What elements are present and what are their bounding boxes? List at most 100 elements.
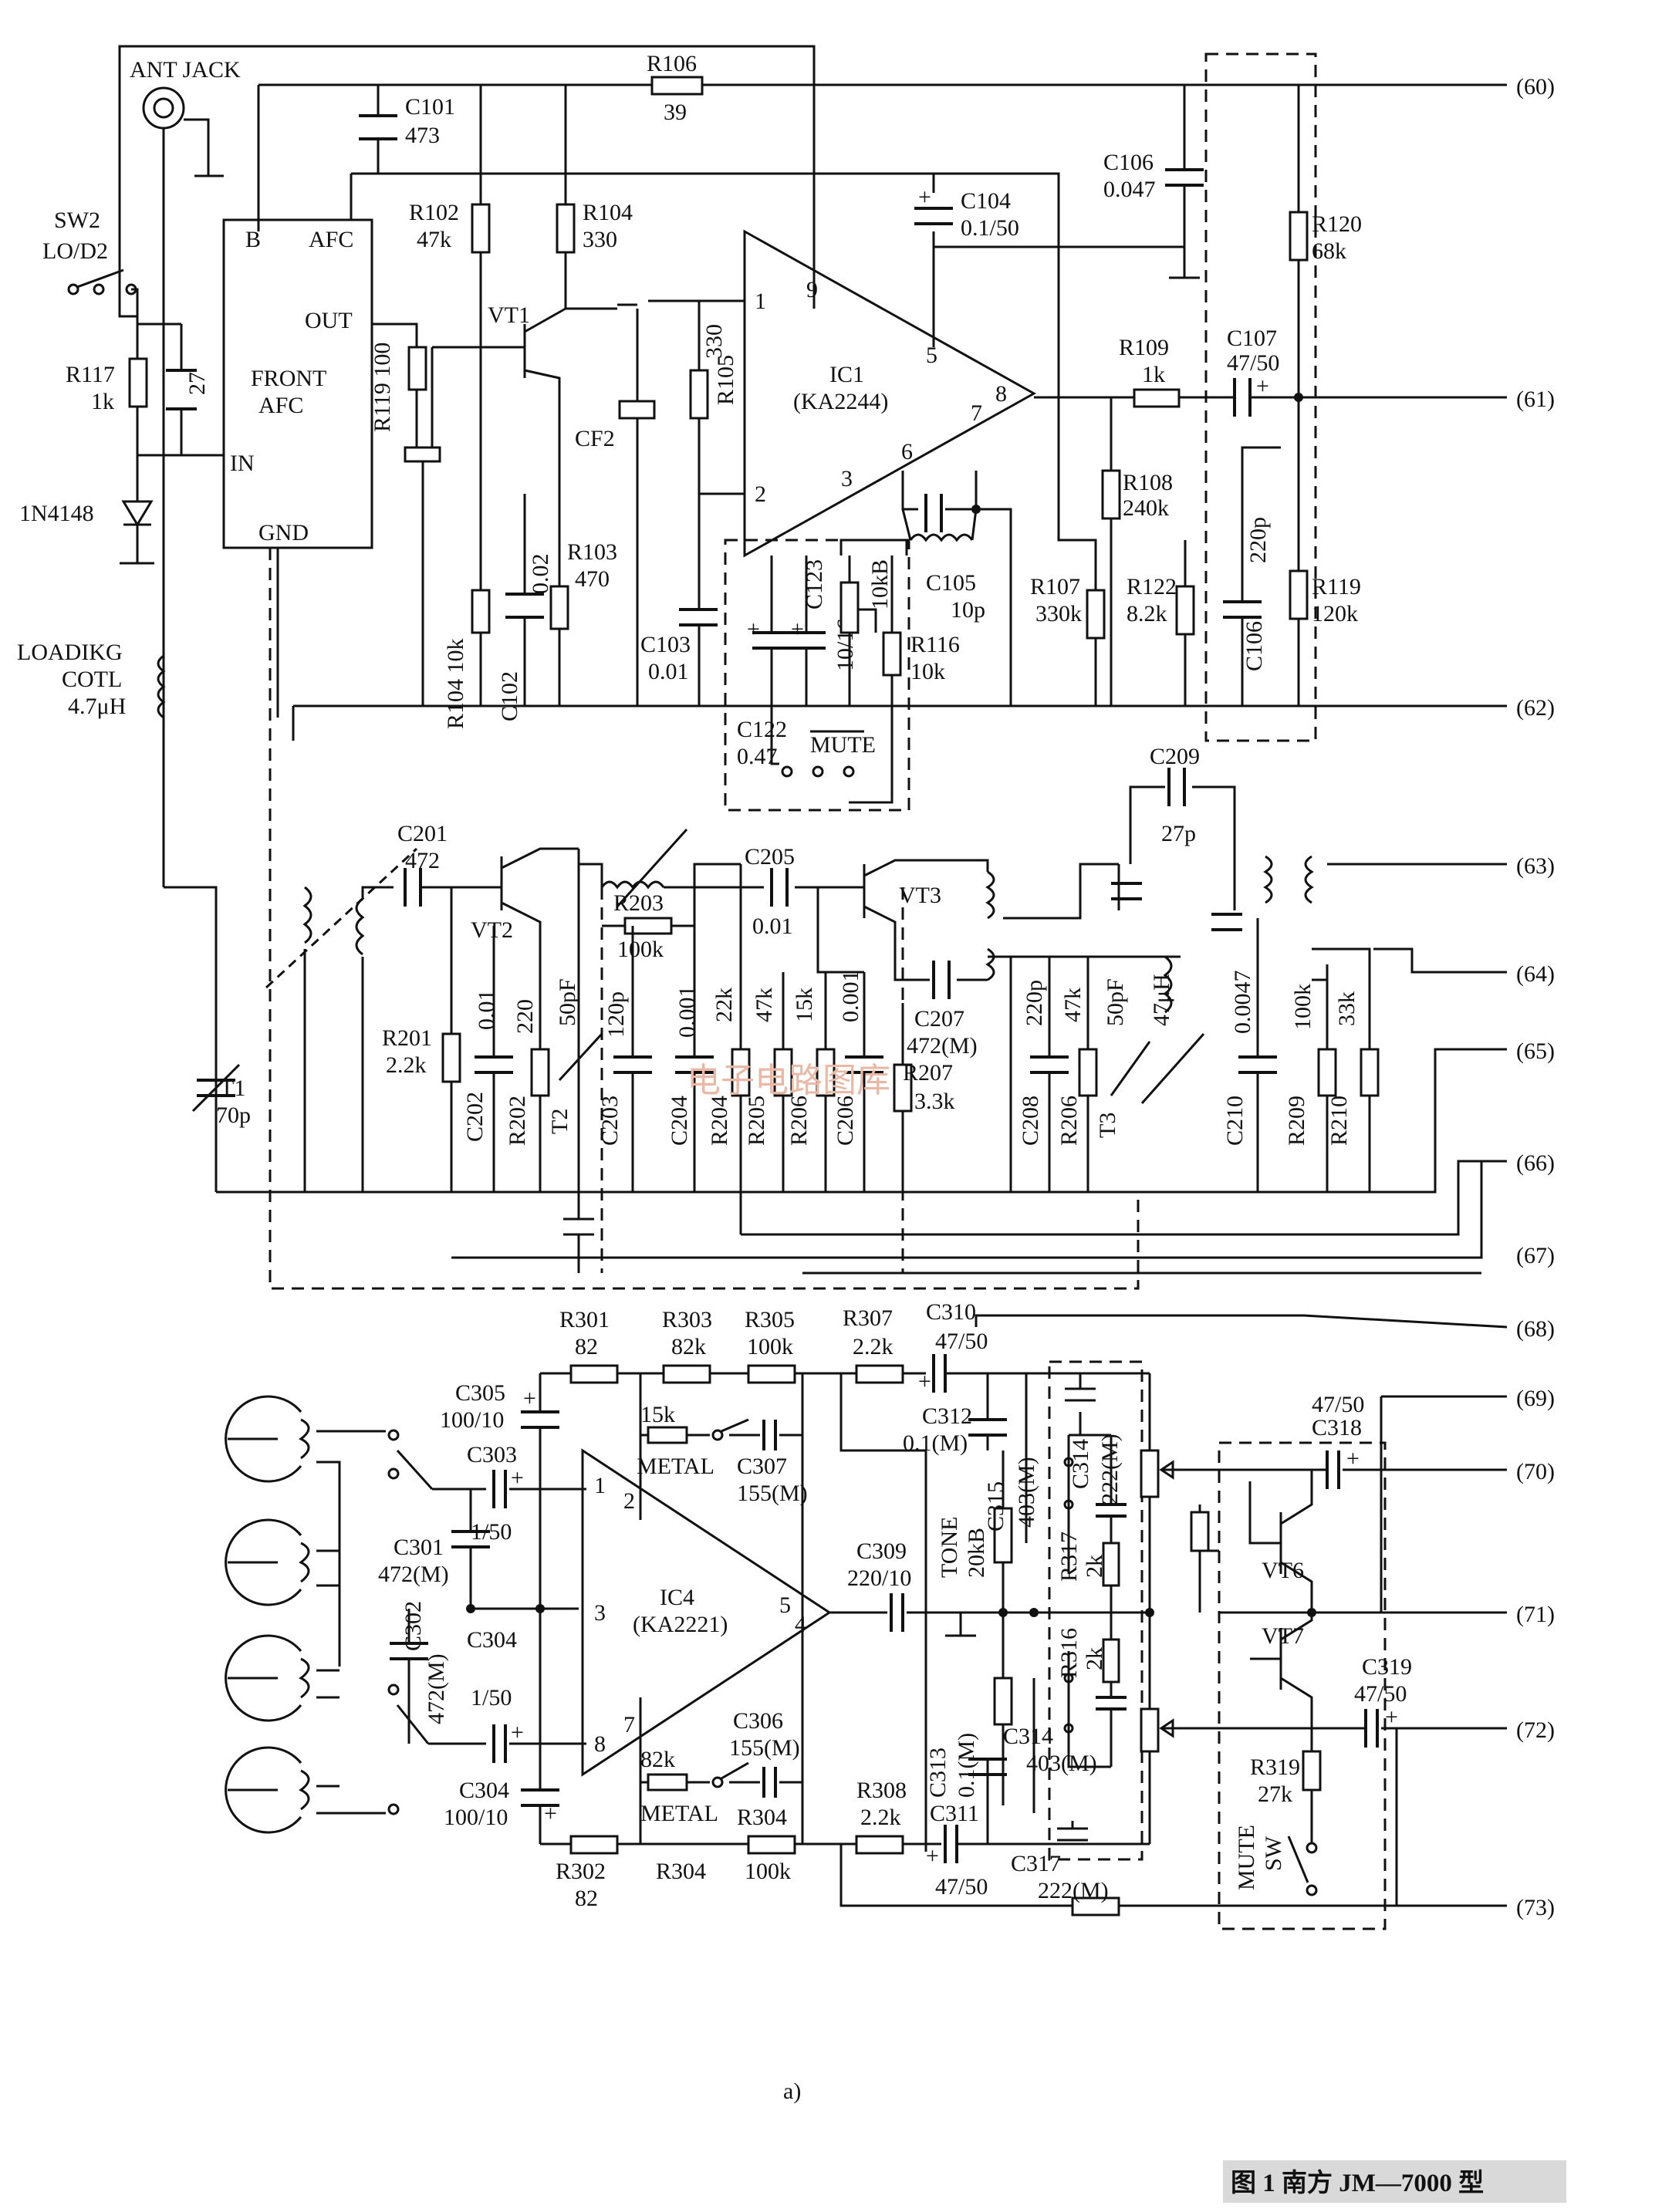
terminal-labels: (60) (61) (62) (63) (64) (65) (66) (67) … xyxy=(1516,74,1555,1920)
label-r102: R102 xyxy=(409,200,459,225)
terminal-68: (68) xyxy=(1516,1316,1555,1342)
label-coil: COTL xyxy=(62,667,122,692)
ic1-pin1: 1 xyxy=(755,289,766,314)
label-r117-v: 1k xyxy=(91,389,114,414)
label-c309-v: 220/10 xyxy=(847,1565,911,1591)
label-r117: R117 xyxy=(66,362,115,387)
label-t1-v: 70p xyxy=(216,1103,251,1128)
label-c101-v: 473 xyxy=(405,123,440,148)
label-r203: R203 xyxy=(613,890,664,916)
pin-out: OUT xyxy=(305,308,353,333)
label-c102: C102 xyxy=(497,671,522,721)
resistor-r102 xyxy=(471,203,491,254)
resistor-r109 xyxy=(1133,388,1181,408)
figure-caption: 图 1 南方 JM—7000 型 xyxy=(1231,2168,1484,2197)
label-front-afc: FRONT xyxy=(251,366,326,391)
terminal-72: (72) xyxy=(1516,1717,1555,1743)
label-r319: R319 xyxy=(1250,1754,1300,1780)
label-c313-v: 0.1(M) xyxy=(954,1733,979,1798)
label-c310-v: 47/50 xyxy=(935,1329,988,1354)
label-c304b: C304 xyxy=(459,1778,509,1803)
label-r303-v: 82k xyxy=(671,1334,706,1359)
label-r103-v: 470 xyxy=(575,566,610,592)
resistor-r207 xyxy=(893,1063,913,1113)
label-r108-v: 240k xyxy=(1123,495,1169,521)
label-lo-d2: LO/D2 xyxy=(42,238,108,264)
label-c319-v: 47/50 xyxy=(1354,1681,1407,1707)
label-r106-v: 39 xyxy=(664,100,687,125)
resistor-r104-10k xyxy=(471,589,491,634)
label-c303: C303 xyxy=(467,1442,517,1467)
c310-plus: + xyxy=(918,1369,931,1394)
label-r205: R205 xyxy=(744,1096,769,1146)
label-metal: METAL xyxy=(637,1454,714,1479)
resistor-r302 xyxy=(569,1835,619,1855)
label-r108: R108 xyxy=(1123,470,1173,495)
front-afc-module xyxy=(222,218,373,549)
label-t3-v: 50pF xyxy=(1103,978,1128,1026)
label-r122: R122 xyxy=(1127,574,1177,599)
label-r201-v: 2.2k xyxy=(386,1052,427,1078)
ic4-pin8: 8 xyxy=(594,1731,606,1757)
label-c306: C306 xyxy=(733,1708,783,1734)
c104-plus: + xyxy=(918,184,931,210)
resistor-r204 xyxy=(731,1048,751,1097)
label-mute-sw2: SW xyxy=(1261,1835,1286,1871)
label-r106: R106 xyxy=(647,51,697,76)
label-c202-v: 0.01 xyxy=(474,990,499,1031)
label-r317-v: 2k xyxy=(1082,1555,1107,1578)
label-r302-v: 82 xyxy=(575,1886,598,1911)
ic4-pin1: 1 xyxy=(594,1473,606,1498)
terminal-67: (67) xyxy=(1516,1243,1555,1268)
label-r109-v: 1k xyxy=(1142,362,1165,387)
section-fm: T1 70p C201 472 VT2 R201 2.2k C202 0.01 … xyxy=(164,548,1507,1290)
label-c204: C204 xyxy=(667,1096,692,1146)
ic1-pin9: 9 xyxy=(806,277,818,302)
label-c307: C307 xyxy=(737,1454,787,1479)
section-tape-preamp: + C303 1/50 + C304 1/50 C301 472(M) C302… xyxy=(225,1299,1508,1930)
label-r120-v: 68k xyxy=(1312,238,1346,264)
resistor-r201 xyxy=(441,1032,461,1083)
label-r103: R103 xyxy=(567,539,617,565)
pin-b: B xyxy=(245,227,261,252)
label-r202-v: 220 xyxy=(512,999,538,1034)
label-c101: C101 xyxy=(405,94,455,120)
resistor-r107 xyxy=(1086,589,1106,640)
sub-label: a) xyxy=(783,2079,801,2104)
label-r305-v: 100k xyxy=(747,1334,793,1359)
resistor-r210 xyxy=(1360,1048,1380,1097)
label-ic4: IC4 xyxy=(660,1585,694,1610)
ic4-pin4: 4 xyxy=(795,1612,806,1637)
section-front-end: ANT JACK SW2 LO/D2 R117 1k 1N4148 27 xyxy=(17,45,1507,887)
label-c106a: C106 xyxy=(1103,150,1154,175)
label-1n4148: 1N4148 xyxy=(19,501,94,526)
transistor-vt2-icon xyxy=(463,847,579,926)
label-c106a-v: 0.047 xyxy=(1103,177,1156,202)
label-vt1: VT1 xyxy=(488,302,530,328)
label-c107-v: 47/50 xyxy=(1227,350,1279,376)
label-t2: T2 xyxy=(547,1109,573,1134)
label-c313: C313 xyxy=(925,1748,951,1798)
label-c207: C207 xyxy=(914,1006,964,1032)
ic1-pin8: 8 xyxy=(995,381,1007,407)
potentiometer-10kb xyxy=(839,581,860,634)
terminal-69: (69) xyxy=(1516,1386,1555,1411)
resistor-r120 xyxy=(1289,211,1309,262)
terminal-64: (64) xyxy=(1516,961,1555,987)
terminal-70: (70) xyxy=(1516,1459,1555,1484)
label-r203-v: 100k xyxy=(617,937,664,962)
pin-gnd: GND xyxy=(258,520,309,545)
label-c202: C202 xyxy=(462,1092,488,1142)
label-mute-sw: MUTE xyxy=(1234,1825,1259,1890)
label-c122-v: 0.47 xyxy=(737,744,778,769)
mute-dashed-box xyxy=(724,539,910,812)
label-vt6: VT6 xyxy=(1262,1558,1304,1583)
resistor-r108 xyxy=(1101,469,1121,520)
terminal-73: (73) xyxy=(1516,1895,1555,1920)
label-vt3: VT3 xyxy=(899,883,941,908)
resistor-r206b xyxy=(1078,1048,1098,1097)
label-c103: C103 xyxy=(640,632,691,657)
c319-plus: + xyxy=(1385,1704,1398,1730)
transistor-vt6-icon xyxy=(1248,1470,1313,1613)
label-c302: C302 xyxy=(400,1601,426,1651)
